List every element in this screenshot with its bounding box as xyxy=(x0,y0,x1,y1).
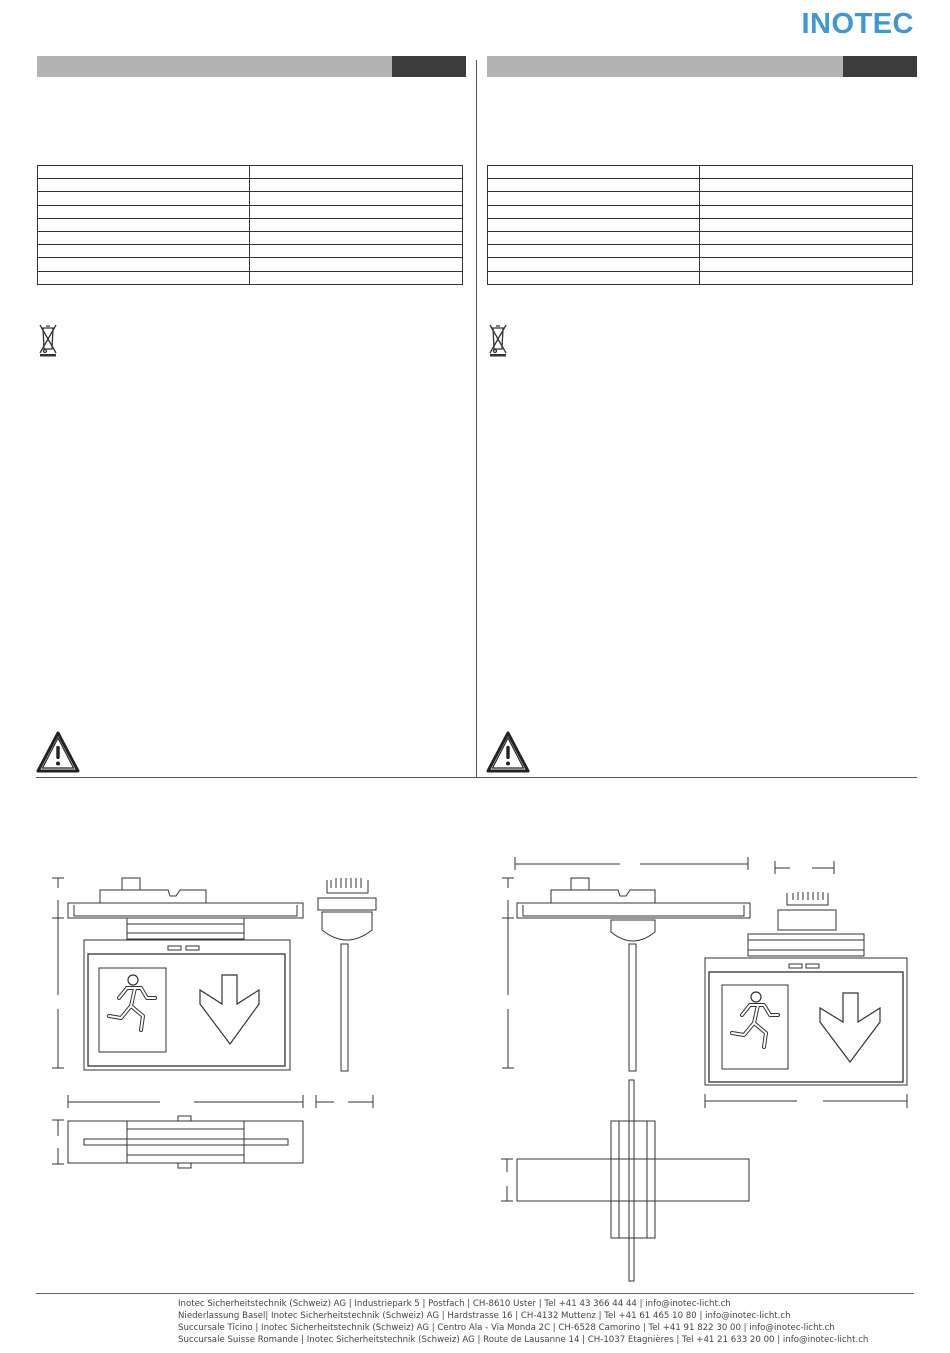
warning-triangle-icon xyxy=(486,731,530,773)
weee-crossed-bin-icon xyxy=(489,324,507,357)
table-cell xyxy=(698,270,913,285)
footer-line-basel: Niederlassung Basel| Inotec Sicherheitst… xyxy=(178,1311,791,1321)
weee-crossed-bin-icon xyxy=(39,324,57,357)
warning-triangle-icon xyxy=(36,731,80,773)
running-man-icon xyxy=(730,990,780,1049)
right-section-header-bar xyxy=(487,56,917,77)
footer-divider xyxy=(36,1293,914,1294)
inotec-logo: INOTEC xyxy=(801,8,914,40)
table-cell xyxy=(248,270,463,285)
footer-line-uster: Inotec Sicherheitstechnik (Schweiz) AG |… xyxy=(178,1299,731,1309)
left-section-header-tab xyxy=(392,56,466,77)
table-row xyxy=(37,270,463,285)
footer-line-ticino: Succursale Ticino | Inotec Sicherheitste… xyxy=(178,1323,835,1333)
left-spec-table xyxy=(37,164,463,285)
footer-line-romande: Succursale Suisse Romande | Inotec Siche… xyxy=(178,1335,869,1345)
footer-addresses: Inotec Sicherheitstechnik (Schweiz) AG |… xyxy=(178,1298,868,1346)
table-row xyxy=(37,244,463,259)
dimension-drawings xyxy=(52,857,908,1282)
left-section-header-bar xyxy=(37,56,466,77)
table-row xyxy=(37,217,463,232)
table-row xyxy=(487,257,913,272)
table-row xyxy=(487,270,913,285)
running-man-icon xyxy=(107,973,157,1032)
right-spec-table xyxy=(487,164,913,285)
section-divider xyxy=(36,777,917,778)
right-section-header-tab xyxy=(843,56,917,77)
column-divider xyxy=(476,60,477,777)
